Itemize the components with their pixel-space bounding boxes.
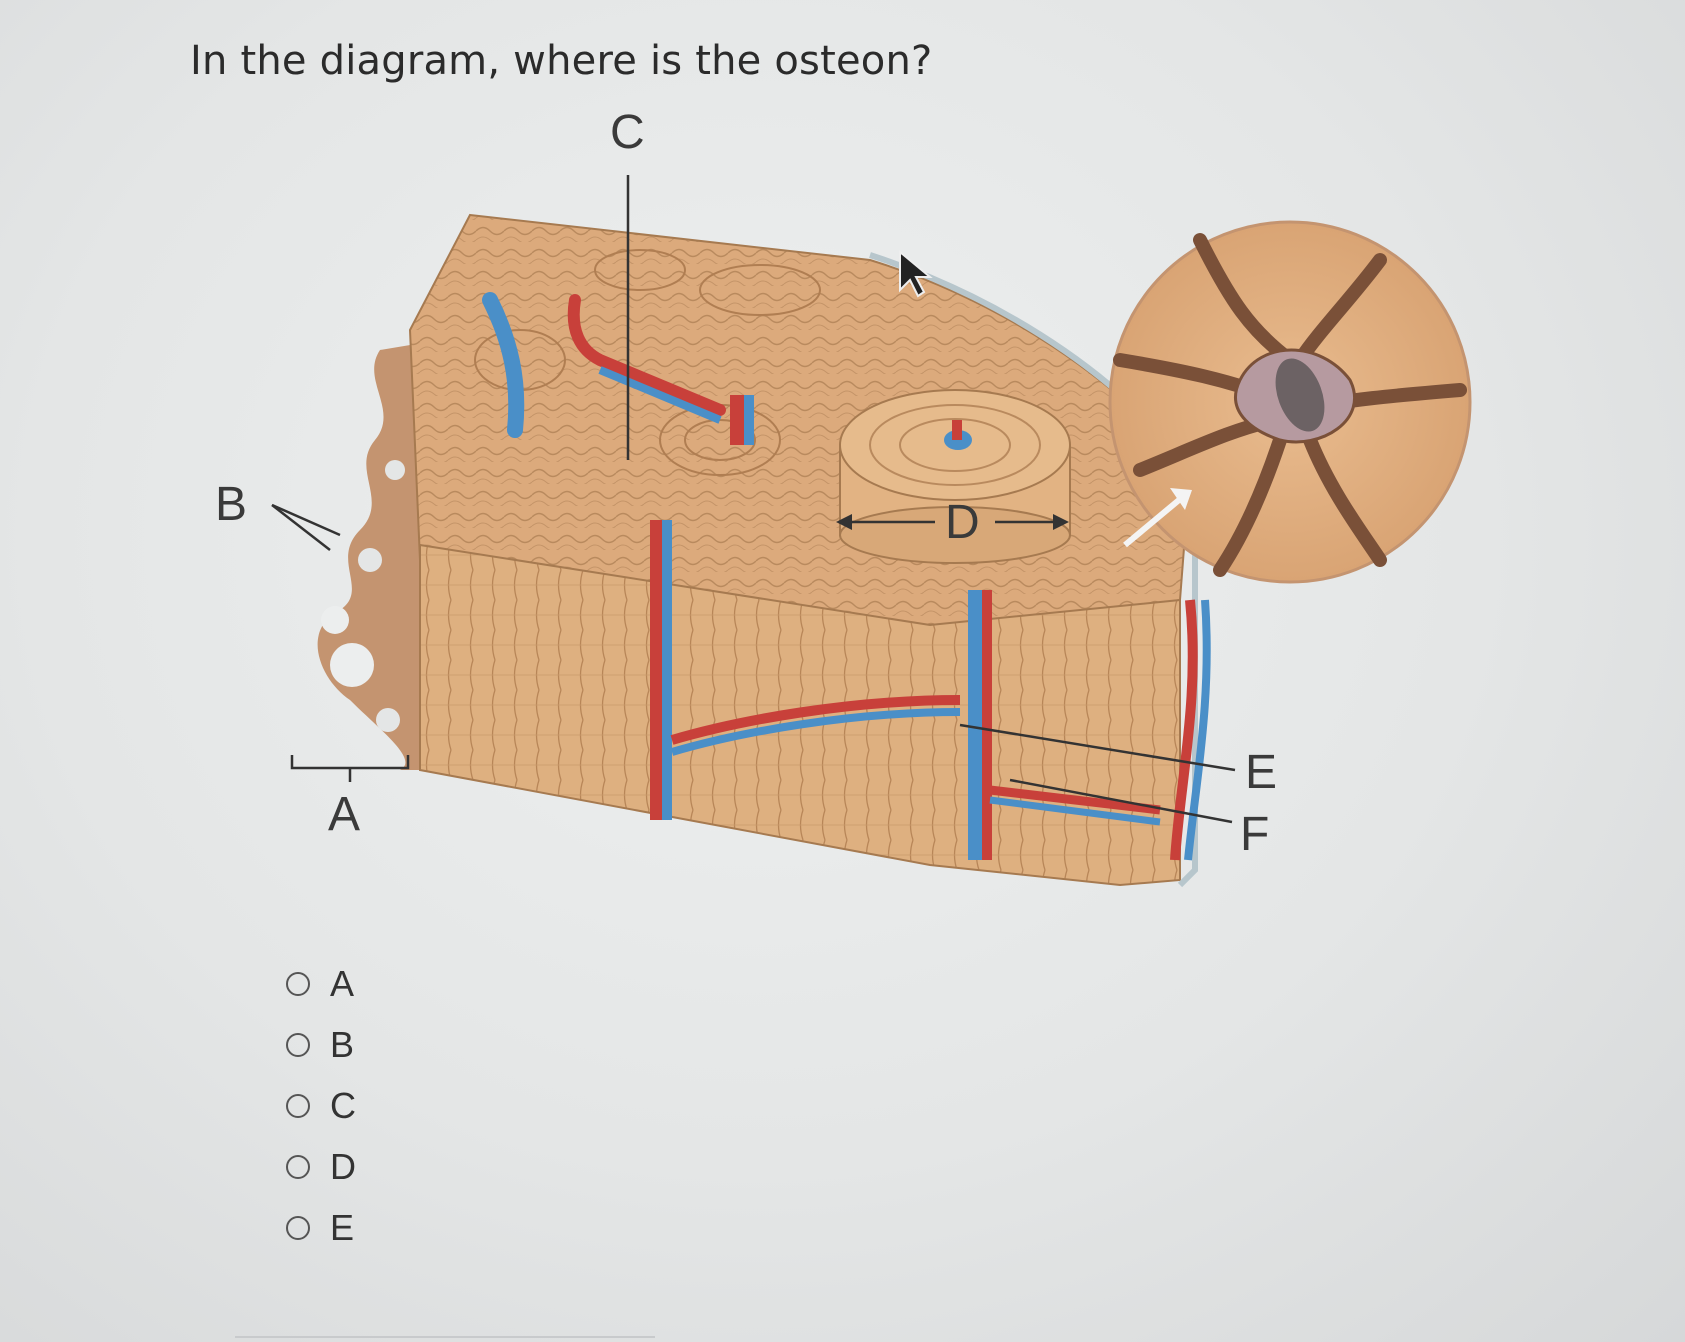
divider	[235, 1336, 655, 1338]
option-label: E	[330, 1206, 355, 1248]
label-leaders	[271, 175, 1236, 824]
arrowhead	[1170, 488, 1192, 510]
radio-button[interactable]	[286, 1032, 310, 1057]
arrowhead-left	[836, 514, 852, 530]
osteocyte-magnification	[1108, 220, 1472, 584]
label-d: D	[945, 496, 980, 549]
spongy-bone	[317, 340, 440, 770]
label-e: E	[1245, 746, 1277, 799]
arrowhead-right	[1053, 514, 1069, 530]
option-label: B	[330, 1023, 355, 1065]
option-label: C	[330, 1084, 356, 1126]
option-a[interactable]: A	[286, 953, 356, 1014]
option-c[interactable]: C	[286, 1075, 356, 1136]
radio-button[interactable]	[286, 1093, 310, 1118]
label-a: A	[328, 788, 360, 841]
osteon-cylinder	[839, 389, 1071, 564]
mouse-cursor	[899, 249, 933, 298]
option-label: D	[330, 1145, 356, 1187]
magnification-arrow	[1123, 492, 1187, 548]
answer-options: A B C D E	[286, 953, 356, 1258]
option-b[interactable]: B	[286, 1014, 356, 1075]
option-e[interactable]: E	[286, 1197, 356, 1258]
option-label: A	[330, 962, 355, 1004]
option-d[interactable]: D	[286, 1136, 356, 1197]
label-b: B	[215, 478, 247, 531]
radio-button[interactable]	[286, 1215, 310, 1240]
label-c: C	[610, 106, 645, 159]
radio-button[interactable]	[286, 1154, 310, 1179]
label-f: F	[1240, 808, 1269, 861]
question-text: In the diagram, where is the osteon?	[190, 38, 933, 84]
blood-vessels	[482, 292, 1211, 861]
radio-button[interactable]	[286, 971, 310, 996]
